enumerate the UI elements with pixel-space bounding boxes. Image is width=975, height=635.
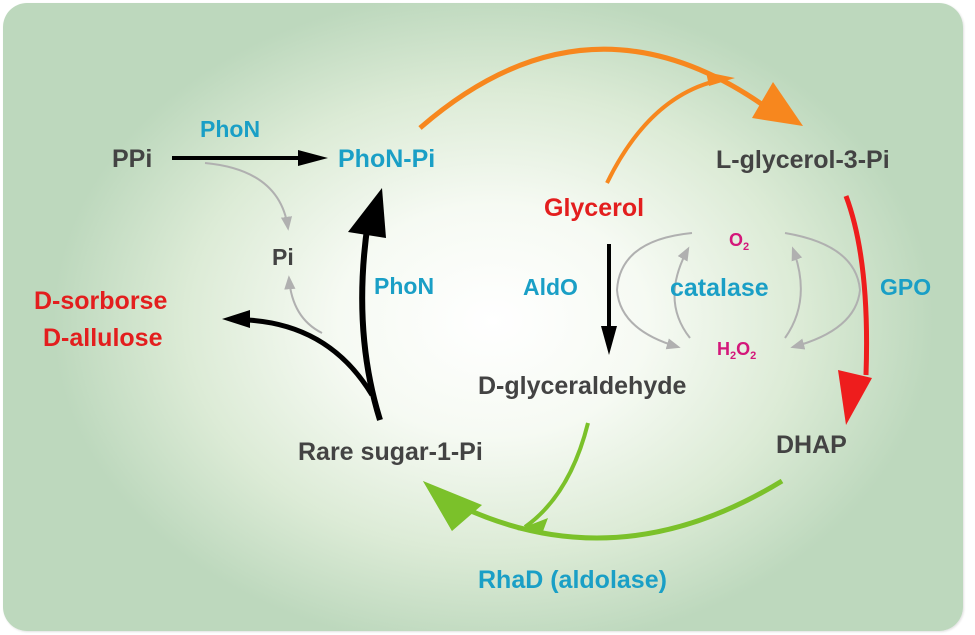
h2o2-h: H (717, 339, 730, 359)
enzyme-gpo: GPO (880, 274, 932, 300)
enzyme-rhad: RhaD (aldolase) (478, 566, 667, 594)
arrow-catalase-inner-right (784, 246, 803, 339)
compound-d-glyceraldehyde: D-glyceraldehyde (478, 372, 687, 400)
compound-pi: Pi (272, 244, 294, 270)
arrowhead-to-phon-pi (348, 188, 386, 238)
compound-d-allulose: D-allulose (43, 324, 163, 352)
enzyme-phon-left: PhoN (374, 273, 435, 299)
arrowhead-orange-glycerol (706, 72, 735, 86)
arrow-catalase-inner-left (673, 246, 691, 339)
arrowhead-ppi-to-phon-pi (298, 150, 328, 166)
o2-subscript: 2 (743, 241, 750, 253)
arrow-dhap-to-rare-sugar (460, 478, 784, 541)
species-h2o2: H2O2 (717, 340, 756, 362)
compound-phon-pi: PhoN-Pi (338, 145, 436, 173)
arrow-l-glycerol-3-pi-to-dhap (843, 195, 870, 376)
compound-rare-sugar-1-pi: Rare sugar-1-Pi (298, 438, 483, 466)
o2-base: O (729, 230, 744, 250)
arrow-d-glyceraldehyde-to-rare-sugar (523, 422, 590, 529)
arrow-phon-pi-to-l-glycerol-3-pi (418, 46, 772, 130)
arrowhead-red (838, 370, 872, 425)
enzyme-phon-top: PhoN (200, 116, 261, 142)
enzyme-catalase: catalase (670, 274, 769, 302)
compound-dhap: DHAP (776, 431, 847, 459)
arrowhead-green-main-b (423, 481, 482, 531)
h2o2-o: O (736, 339, 751, 359)
arrow-catalase-outer-left (615, 232, 693, 350)
arrowhead-aldo (601, 326, 617, 355)
h2o2-sub2: 2 (750, 350, 757, 362)
arrowhead-to-d-allulose (222, 310, 250, 328)
compound-glycerol: Glycerol (544, 194, 645, 222)
arrow-rare-sugar-to-d-allulose (247, 317, 375, 397)
arrow-catalase-outer-right (784, 232, 862, 350)
compound-l-glycerol-3-pi: L-glycerol-3-Pi (716, 146, 890, 174)
arrow-glycerol-to-l-glycerol-3-pi (605, 78, 721, 184)
arrowhead-orange-main (752, 82, 803, 126)
species-o2: O2 (729, 231, 749, 253)
arrowhead-green-glyceraldehyde (517, 518, 548, 534)
compound-ppi: PPi (112, 145, 153, 173)
diagram-background (3, 3, 963, 631)
enzyme-aldo: AldO (523, 274, 578, 300)
arrow-branch-to-pi (284, 275, 323, 334)
h2o2-sub1: 2 (730, 350, 737, 362)
arrow-rare-sugar-to-phon-pi (359, 221, 383, 421)
compound-d-sorborse: D-sorborse (34, 287, 168, 315)
arrow-ppi-to-pi (204, 162, 293, 231)
